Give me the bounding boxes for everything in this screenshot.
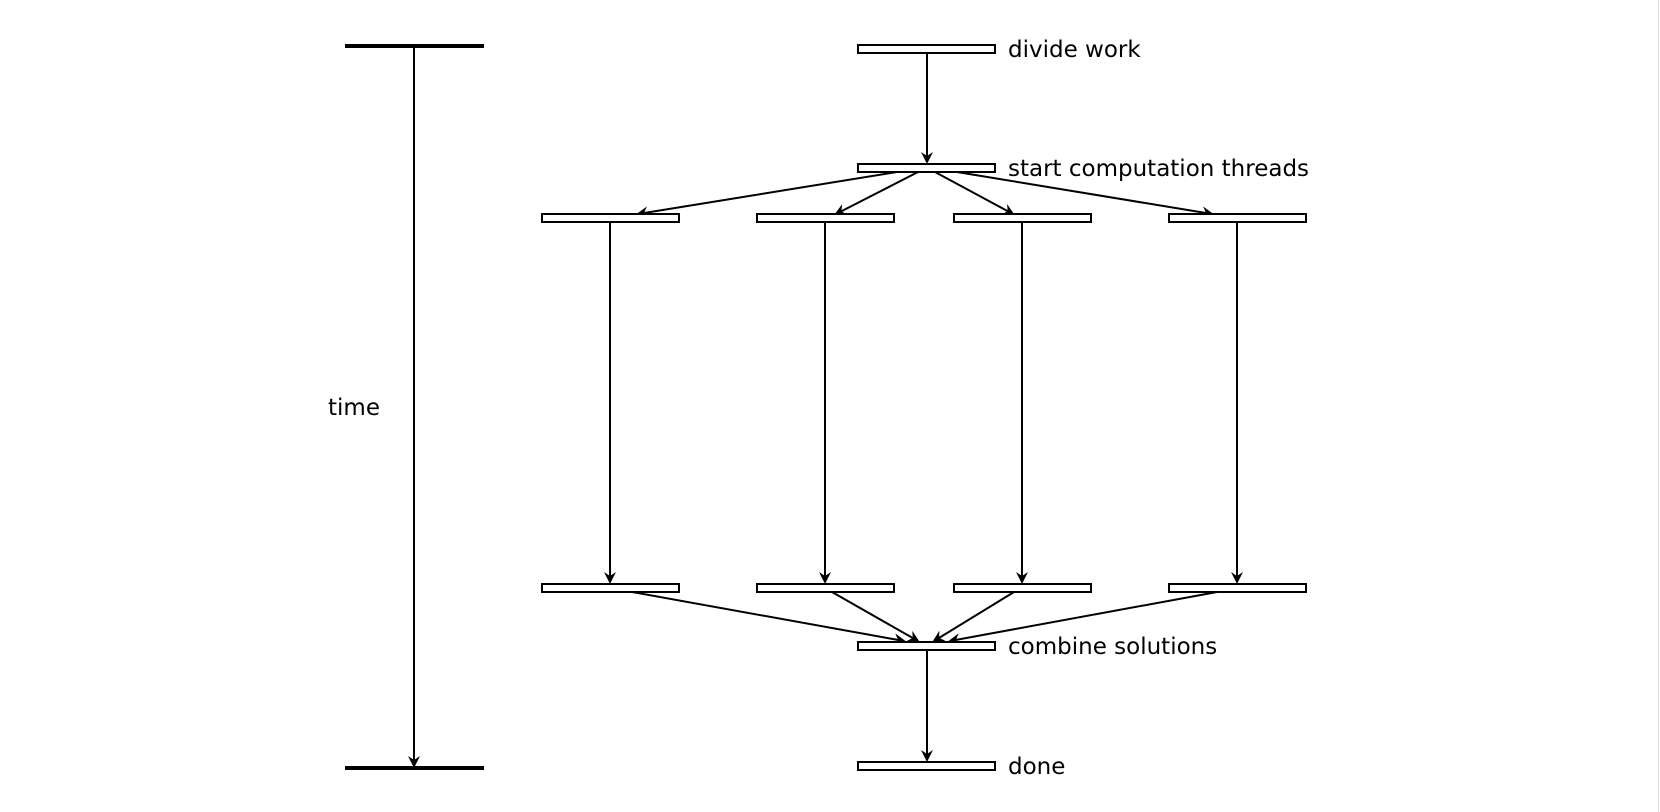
edges (604, 53, 1243, 762)
start-bar (857, 163, 996, 173)
edge-start-to-thread-4 (956, 171, 1214, 219)
thread-3-end-bar (953, 583, 1092, 593)
divide-bar (857, 44, 996, 54)
divide-label: divide work (1008, 37, 1141, 63)
thread-4-end-bar (1168, 583, 1307, 593)
stage-labels: divide work start computation threads co… (1008, 37, 1309, 780)
page-edge-rule (1658, 0, 1659, 812)
thread-4-begin-bar (1168, 213, 1307, 223)
edge-thread-4-to-combine (948, 591, 1218, 646)
edge-start-to-thread-3 (934, 171, 1015, 215)
time-label: time (328, 395, 380, 421)
nodes (541, 44, 1307, 771)
edge-start-to-thread-2 (834, 171, 919, 215)
edge-thread-3-to-combine (932, 591, 1015, 643)
start-label: start computation threads (1008, 156, 1309, 182)
done-label: done (1008, 754, 1065, 780)
edge-thread-2-to-combine (831, 591, 920, 642)
combine-bar (857, 641, 996, 651)
thread-2-end-bar (756, 583, 895, 593)
time-axis: time (328, 44, 484, 770)
thread-1-begin-bar (541, 213, 680, 223)
thread-3-begin-bar (953, 213, 1092, 223)
edge-start-to-thread-1 (636, 171, 898, 219)
edge-thread-1-to-combine (631, 591, 906, 646)
thread-2-begin-bar (756, 213, 895, 223)
thread-1-end-bar (541, 583, 680, 593)
combine-label: combine solutions (1008, 634, 1217, 660)
done-bar (857, 761, 996, 771)
